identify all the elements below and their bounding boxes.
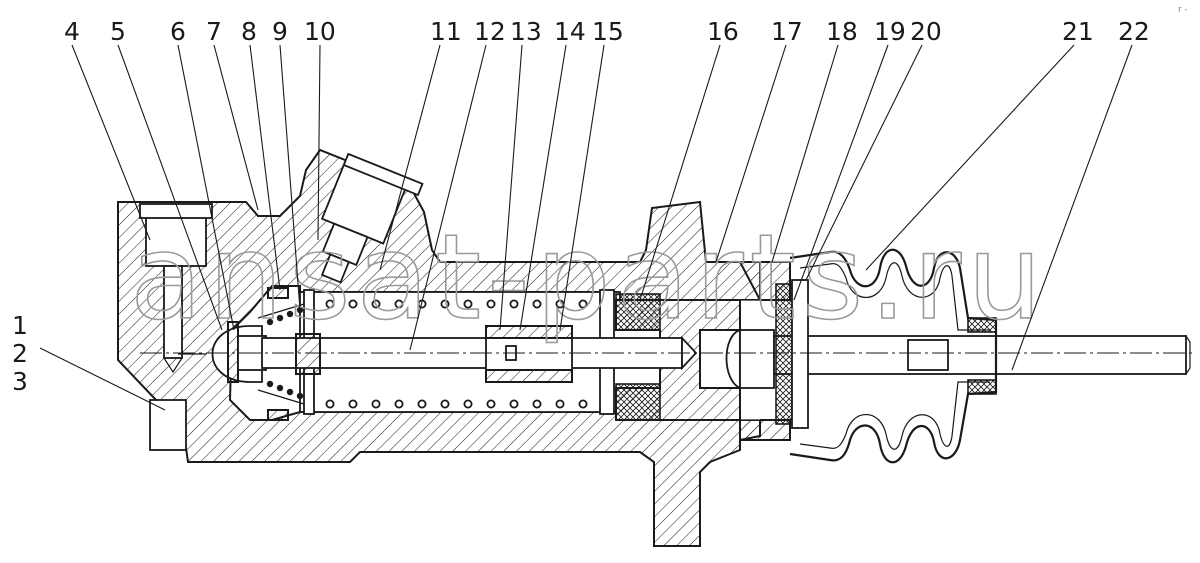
callout-12: 12 [474,17,506,46]
callout-4: 4 [64,17,80,46]
return-spring [325,299,588,409]
spring-coil [509,399,519,409]
callout-5: 5 [110,17,126,46]
spring-coil [440,399,450,409]
leader-15 [559,44,605,331]
corner-mark: r - [1178,5,1188,15]
watermark-text: ansat-parts.ru [130,208,1048,346]
leader-10 [317,44,321,241]
spring-coil [578,299,588,309]
callout-21: 21 [1062,17,1094,46]
callout-15: 15 [592,17,624,46]
spring-coil [532,299,542,309]
callout-6: 6 [170,17,186,46]
spring-coil [463,399,473,409]
leader-6 [177,44,235,331]
bleed-fitting [320,152,424,284]
spring-coil [532,399,542,409]
callout-19: 19 [874,17,906,46]
spring-coil [440,299,450,309]
spring-coil [486,399,496,409]
cone-spring [266,306,304,400]
spring-coil [348,299,358,309]
leader-4 [71,44,151,241]
leader-16 [639,44,721,301]
leader-21 [865,44,1075,271]
leader-8 [249,44,281,291]
leader-1 [39,347,166,411]
leader-11 [379,44,441,271]
callout-3: 3 [12,367,28,396]
cup-seal-lower [615,383,661,421]
callout-16: 16 [707,17,739,46]
callout-1: 1 [12,311,28,340]
spring-coil [325,299,335,309]
leader-19 [793,44,889,301]
callout-7: 7 [206,17,222,46]
callout-10: 10 [304,17,336,46]
leader-7 [213,44,259,211]
spring-coil [509,299,519,309]
leader-13 [499,44,523,331]
spring-coil [394,399,404,409]
callout-22: 22 [1118,17,1150,46]
callout-18: 18 [826,17,858,46]
leader-22 [1011,44,1133,371]
push-rod [725,279,1191,429]
leader-lines [39,44,1133,411]
spring-coil [394,299,404,309]
spring-coil [555,399,565,409]
callout-2: 2 [12,339,28,368]
spring-coil [371,399,381,409]
callout-numbers: 1 2 3 4 5 6 7 8 9 10 11 12 13 14 15 16 1… [12,17,1150,396]
callout-8: 8 [241,17,257,46]
leader-18 [771,44,839,263]
leader-12 [409,44,487,351]
leader-17 [715,44,787,263]
spring-coil [325,399,335,409]
spring-coil [371,299,381,309]
spring-coil [578,399,588,409]
callout-13: 13 [510,17,542,46]
callout-20: 20 [910,17,942,46]
spring-coil [348,399,358,409]
protective-boot [789,248,998,464]
spring-coil [486,299,496,309]
leader-9 [279,44,301,311]
callout-17: 17 [771,17,803,46]
callout-11: 11 [430,17,462,46]
callout-14: 14 [554,17,586,46]
leader-14 [519,44,567,331]
cup-seal-upper [615,293,661,331]
leader-5 [117,44,223,331]
leader-20 [805,44,923,281]
spring-coil [417,399,427,409]
callout-9: 9 [272,17,288,46]
spring-coil [463,299,473,309]
